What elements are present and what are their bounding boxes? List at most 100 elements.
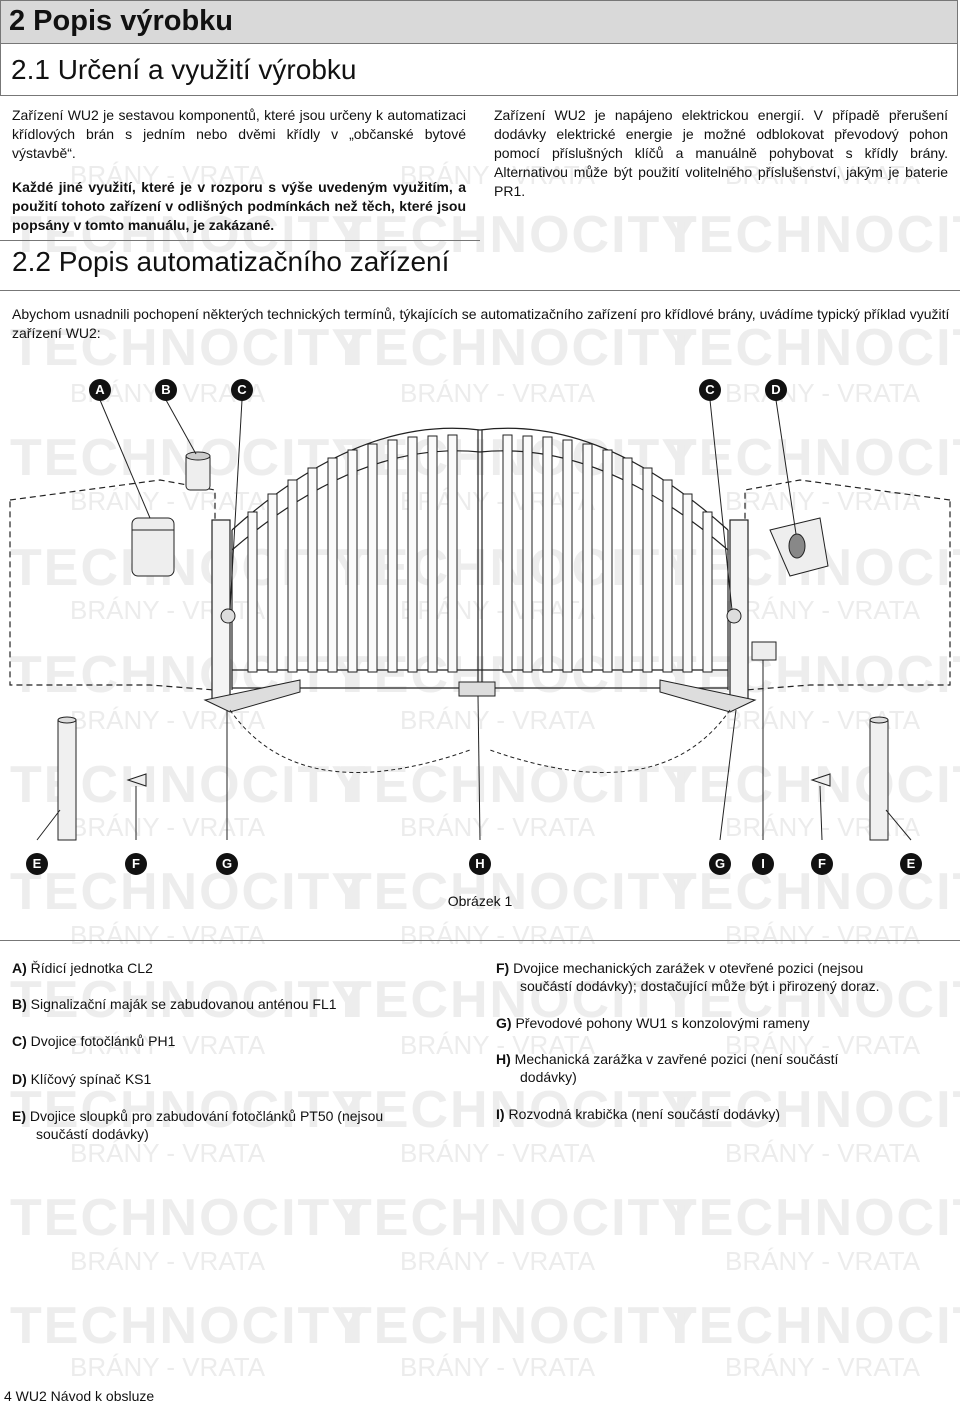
legend-key: I) <box>496 1106 505 1122</box>
watermark-tagline: BRÁNY - VRATA <box>725 1246 921 1276</box>
figure-label-d: D <box>765 379 787 401</box>
page-footer: 4 WU2 Návod k obsluze <box>4 1388 155 1404</box>
watermark-tagline: BRÁNY - VRATA <box>70 1352 266 1382</box>
legend-text: dodávky) <box>520 1069 577 1085</box>
legend-text: Klíčový spínač KS1 <box>30 1071 152 1087</box>
intro-paragraph: Zařízení WU2 je sestavou komponentů, kte… <box>12 107 466 161</box>
prohibition-paragraph: Každé jiné využití, které je v rozporu s… <box>12 179 466 233</box>
legend-text: Převodové pohony WU1 s konzolovými ramen… <box>515 1015 810 1031</box>
gate-installation-diagram <box>9 399 951 841</box>
section-divider <box>0 240 480 241</box>
watermark-brand: TECHNOCITY <box>665 1081 960 1139</box>
watermark-brand: TECHNOCITY <box>340 206 698 264</box>
legend-text: Mechanická zarážka v zavřené pozici (nen… <box>514 1051 839 1067</box>
watermark-tagline: BRÁNY - VRATA <box>70 486 266 516</box>
figure-label-g: G <box>216 853 238 875</box>
watermark-brand: TECHNOCITY <box>10 646 368 704</box>
watermark-brand: TECHNOCITY <box>10 1189 368 1247</box>
watermark-brand: TECHNOCITY <box>340 646 698 704</box>
watermark-brand: TECHNOCITY <box>665 971 960 1029</box>
watermark-tagline: BRÁNY - VRATA <box>400 1030 596 1060</box>
figure-label-b: B <box>155 379 177 401</box>
legend-item: G) Převodové pohony WU1 s konzolovými ra… <box>496 1014 956 1032</box>
legend-text: Dvojice mechanických zarážek v otevřené … <box>513 960 864 976</box>
figure-label-c: C <box>699 379 721 401</box>
power-paragraph: Zařízení WU2 je napájeno elektrickou ene… <box>494 107 948 199</box>
watermark-tagline: BRÁNY - VRATA <box>70 1246 266 1276</box>
section-title: 2.1 Určení a využití výrobku <box>11 54 357 85</box>
watermark-brand: TECHNOCITY <box>665 319 960 377</box>
legend-key: H) <box>496 1051 511 1067</box>
legend-item: A) Řídicí jednotka CL2 <box>12 959 462 977</box>
watermark-brand: TECHNOCITY <box>340 756 698 814</box>
watermark-brand: TECHNOCITY <box>10 863 368 921</box>
watermark-tagline: BRÁNY - VRATA <box>70 1138 266 1168</box>
watermark-tagline: BRÁNY - VRATA <box>70 1030 266 1060</box>
watermark-brand: TECHNOCITY <box>340 1297 698 1355</box>
watermark-brand: TECHNOCITY <box>10 539 368 597</box>
watermark-brand: TECHNOCITY <box>340 1081 698 1139</box>
legend-text: Dvojice fotočlánků PH1 <box>30 1033 176 1049</box>
legend-text: součástí dodávky); dostačující může být … <box>520 978 880 994</box>
legend-key: E) <box>12 1108 26 1124</box>
figure-caption: Obrázek 1 <box>447 893 513 909</box>
watermark-tagline: BRÁNY - VRATA <box>725 378 921 408</box>
legend-text: součástí dodávky) <box>36 1126 149 1142</box>
watermark-tagline: BRÁNY - VRATA <box>725 1030 921 1060</box>
watermark-brand: TECHNOCITY <box>665 1189 960 1247</box>
figure-label-f: F <box>125 853 147 875</box>
figure-label-f: F <box>811 853 833 875</box>
watermark-tagline: BRÁNY - VRATA <box>70 812 266 842</box>
watermark-brand: TECHNOCITY <box>340 319 698 377</box>
figure-label-a: A <box>89 379 111 401</box>
watermark-tagline: BRÁNY - VRATA <box>725 1352 921 1382</box>
watermark-tagline: BRÁNY - VRATA <box>725 486 921 516</box>
legend-key: B) <box>12 996 27 1012</box>
legend-key: C) <box>12 1033 27 1049</box>
legend-key: F) <box>496 960 510 976</box>
watermark-brand: TECHNOCITY <box>10 206 368 264</box>
watermark-tagline: BRÁNY - VRATA <box>725 595 921 625</box>
legend-text: Signalizační maják se zabudovanou anténo… <box>30 996 337 1012</box>
legend-key: D) <box>12 1071 27 1087</box>
legend-item: C) Dvojice fotočlánků PH1 <box>12 1032 462 1050</box>
watermark-tagline: BRÁNY - VRATA <box>400 378 596 408</box>
watermark-brand: TECHNOCITY <box>665 1297 960 1355</box>
figure-label-e: E <box>26 853 48 875</box>
watermark-brand: TECHNOCITY <box>340 1189 698 1247</box>
watermark-brand: TECHNOCITY <box>10 319 368 377</box>
legend-item: D) Klíčový spínač KS1 <box>12 1070 462 1088</box>
watermark-tagline: BRÁNY - VRATA <box>400 812 596 842</box>
figure-label-h: H <box>469 853 491 875</box>
watermark-tagline: BRÁNY - VRATA <box>400 1352 596 1382</box>
watermark-tagline: BRÁNY - VRATA <box>725 160 921 190</box>
figure-label-g: G <box>709 853 731 875</box>
legend-item: I) Rozvodná krabička (není součástí dodá… <box>496 1105 956 1123</box>
legend-key: A) <box>12 960 27 976</box>
watermark-tagline: BRÁNY - VRATA <box>70 920 266 950</box>
legend-text: Dvojice sloupků pro zabudování fotočlánk… <box>29 1108 384 1124</box>
legend-item: E) Dvojice sloupků pro zabudování fotočl… <box>12 1107 472 1143</box>
watermark-brand: TECHNOCITY <box>665 756 960 814</box>
watermark-brand: TECHNOCITY <box>10 1081 368 1139</box>
watermark-tagline: BRÁNY - VRATA <box>70 160 266 190</box>
watermark-brand: TECHNOCITY <box>340 971 698 1029</box>
watermark-tagline: BRÁNY - VRATA <box>725 1138 921 1168</box>
figure-label-i: I <box>752 853 774 875</box>
section2-title: 2.2 Popis automatizačního zařízení <box>12 246 450 277</box>
watermark-brand: TECHNOCITY <box>340 863 698 921</box>
watermark-brand: TECHNOCITY <box>10 1297 368 1355</box>
legend-key: G) <box>496 1015 512 1031</box>
legend-text: Řídicí jednotka CL2 <box>30 960 153 976</box>
watermark-brand: TECHNOCITY <box>340 539 698 597</box>
legend-divider <box>0 940 960 941</box>
watermark-tagline: BRÁNY - VRATA <box>400 160 596 190</box>
section2-intro: Abychom usnadnili pochopení některých te… <box>12 306 950 341</box>
legend-item: B) Signalizační maják se zabudovanou ant… <box>12 995 462 1013</box>
section-divider <box>0 290 960 291</box>
legend-item: F) Dvojice mechanických zarážek v otevře… <box>496 959 956 995</box>
watermark-tagline: BRÁNY - VRATA <box>400 705 596 735</box>
watermark-tagline: BRÁNY - VRATA <box>725 920 921 950</box>
watermark-tagline: BRÁNY - VRATA <box>400 1138 596 1168</box>
